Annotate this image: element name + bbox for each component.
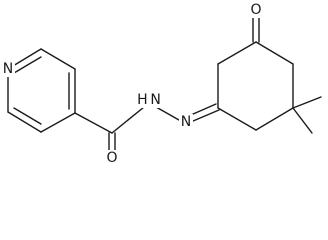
bond-ring-c2-c3 (7, 111, 42, 133)
bond-ring-c5-c6 (40, 48, 76, 70)
bond-ring-c3-c4 (40, 112, 76, 133)
bond-ring-c2-c3-inner (13, 107, 42, 125)
ketone-o-mask (248, 2, 264, 18)
bond-cy-c6-c5 (217, 41, 257, 65)
hydrazide-nh-mask (136, 92, 162, 108)
hydrazone-n-label: N (181, 114, 191, 130)
amide-o-label: O (106, 150, 117, 166)
atom-labels: N O H N N O (1, 2, 264, 166)
bond-cy-c2-c1 (217, 107, 257, 131)
bond-cy-c3-c2 (255, 107, 294, 131)
bond-methyl-a (292, 96, 322, 109)
bonds (7, 13, 322, 163)
chemical-structure: N O H N N O (1, 2, 322, 166)
hydrazide-nh-label: H N (137, 92, 161, 108)
amide-o-mask (104, 150, 120, 166)
bond-methyl-b (292, 107, 313, 134)
pyridine-n-mask (1, 61, 15, 77)
bond-ring-carbonyl (74, 112, 113, 134)
pyridine-n-label: N (3, 61, 13, 77)
hydrazone-n-mask (179, 114, 193, 130)
bond-ring-c6-n-inner (13, 56, 42, 74)
ketone-o-label: O (250, 2, 261, 18)
bond-cy-c5-c4 (255, 41, 294, 65)
